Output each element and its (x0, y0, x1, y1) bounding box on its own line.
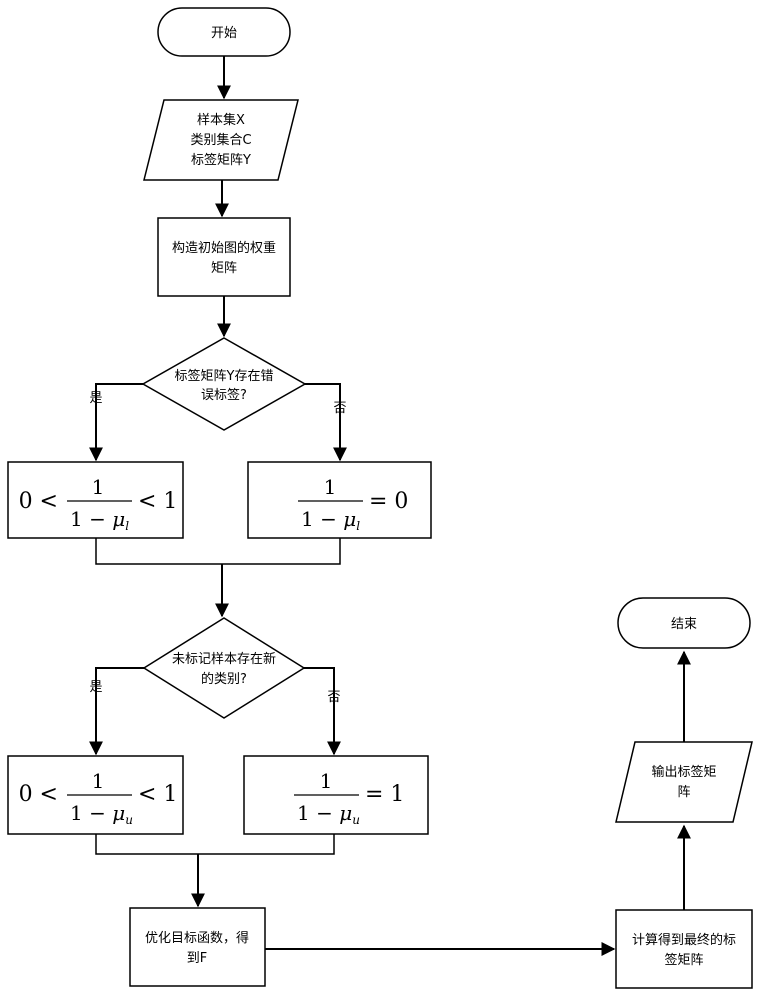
compute-line-1: 计算得到最终的标 (632, 932, 736, 948)
end-terminal: 结束 (617, 597, 751, 649)
merge-1-connector (95, 538, 341, 565)
formula-1-left-box: 0 < 1 1 − μl < 1 (7, 461, 184, 539)
decision-2-yes-label: 是 (89, 680, 102, 695)
decision-2-line-2: 的类别? (201, 671, 247, 687)
optimize-line-2: 到F (187, 951, 207, 966)
formula-1-right-post: = 0 (369, 489, 408, 514)
formula-2-right-numerator: 1 (320, 769, 333, 793)
formula-2-right-mu: μ (339, 801, 352, 825)
decision-2-no-label: 否 (327, 690, 340, 705)
formula-2-right-sub: u (352, 813, 360, 827)
decision-1-no-label: 否 (333, 401, 346, 416)
formula-2-left-pre: 0 < (19, 782, 58, 807)
formula-2-right-post: = 1 (365, 782, 404, 807)
formula-1-right-den-prefix: 1 − (301, 507, 343, 531)
formula-1-left-numerator: 1 (92, 475, 105, 499)
input-line-1: 样本集X (197, 112, 245, 128)
formula-2-left-den-prefix: 1 − (70, 801, 112, 825)
optimize-process-box: 优化目标函数，得 到F (129, 907, 266, 987)
formula-1-left-post: < 1 (138, 489, 177, 514)
decision-1-yes-label: 是 (89, 391, 102, 406)
output-line-1: 输出标签矩 (651, 764, 716, 780)
formula-2-right-den-prefix: 1 − (297, 801, 339, 825)
input-line-3: 标签矩阵Y (191, 152, 251, 168)
decision-2-yes-branch (89, 667, 144, 756)
end-label: 结束 (671, 617, 697, 632)
formula-1-left-den-prefix: 1 − (70, 507, 112, 531)
compute-process-box: 计算得到最终的标 签矩阵 (615, 909, 753, 989)
input-line-2: 类别集合C (190, 132, 251, 148)
formula-1-right-den: 1 − μl (301, 507, 360, 533)
formula-1-right-sub: l (356, 519, 360, 533)
output-line-2: 阵 (677, 785, 690, 800)
formula-1-right-numerator: 1 (324, 475, 337, 499)
formula-2-left-box: 0 < 1 1 − μu < 1 (7, 755, 184, 835)
decision-2-diamond: 未标记样本存在新 的类别? (142, 617, 306, 719)
construct-process-box: 构造初始图的权重 矩阵 (157, 217, 291, 297)
decision-2-no-branch (304, 667, 341, 756)
formula-1-left-sub: l (125, 519, 129, 533)
construct-line-2: 矩阵 (211, 261, 237, 276)
formula-2-right-den: 1 − μu (297, 801, 360, 827)
formula-2-left-mu: μ (112, 801, 125, 825)
construct-line-1: 构造初始图的权重 (172, 240, 276, 256)
decision-1-no-branch (305, 383, 347, 462)
output-parallelogram: 输出标签矩 阵 (615, 741, 753, 823)
formula-2-right-box: 1 1 − μu = 1 (243, 755, 429, 835)
formula-2-left-post: < 1 (138, 782, 177, 807)
decision-1-line-2: 误标签? (201, 387, 247, 403)
formula-1-left-den: 1 − μl (70, 507, 129, 533)
merge-2-connector (95, 834, 335, 855)
formula-1-right-box: 1 1 − μl = 0 (247, 461, 432, 539)
input-parallelogram: 样本集X 类别集合C 标签矩阵Y (143, 99, 299, 181)
formula-2-left-den: 1 − μu (70, 801, 133, 827)
decision-1-yes-branch (89, 383, 143, 462)
start-terminal: 开始 (157, 7, 291, 57)
formula-1-left-mu: μ (112, 507, 125, 531)
formula-2-left-numerator: 1 (92, 769, 105, 793)
decision-2-line-1: 未标记样本存在新 (172, 651, 276, 667)
optimize-line-1: 优化目标函数，得 (145, 930, 249, 946)
formula-2-left-sub: u (125, 813, 133, 827)
start-label: 开始 (211, 26, 237, 41)
decision-1-line-1: 标签矩阵Y存在错 (175, 368, 274, 384)
formula-1-left-pre: 0 < (19, 489, 58, 514)
compute-line-2: 签矩阵 (664, 952, 703, 968)
formula-1-right-mu: μ (343, 507, 356, 531)
decision-1-diamond: 标签矩阵Y存在错 误标签? (141, 337, 307, 431)
